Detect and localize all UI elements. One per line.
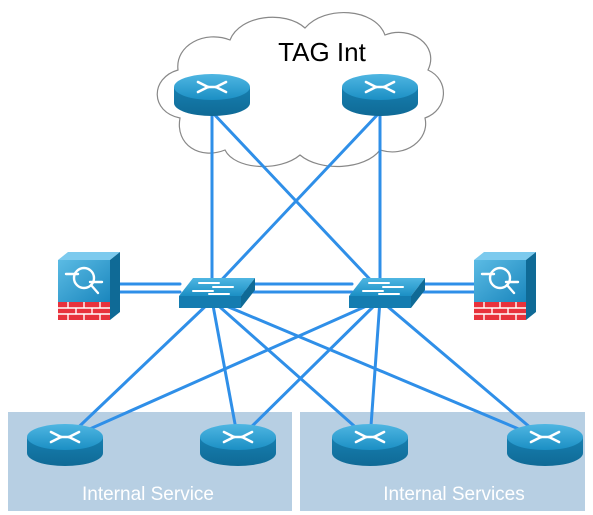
access-router-2 — [200, 424, 276, 466]
cloud-router-right — [342, 74, 418, 116]
zone-label-right: Internal Services — [383, 484, 525, 505]
core-switch-right — [349, 278, 425, 308]
access-router-1 — [27, 424, 103, 466]
core-switch-left — [179, 278, 255, 308]
firewall-left — [58, 252, 120, 320]
access-router-3 — [332, 424, 408, 466]
zone-label-left: Internal Service — [82, 484, 214, 505]
access-router-4 — [507, 424, 583, 466]
cloud-label: TAG Int — [278, 37, 366, 67]
cloud-router-left — [174, 74, 250, 116]
links — [63, 110, 547, 442]
firewall-right — [474, 252, 536, 320]
